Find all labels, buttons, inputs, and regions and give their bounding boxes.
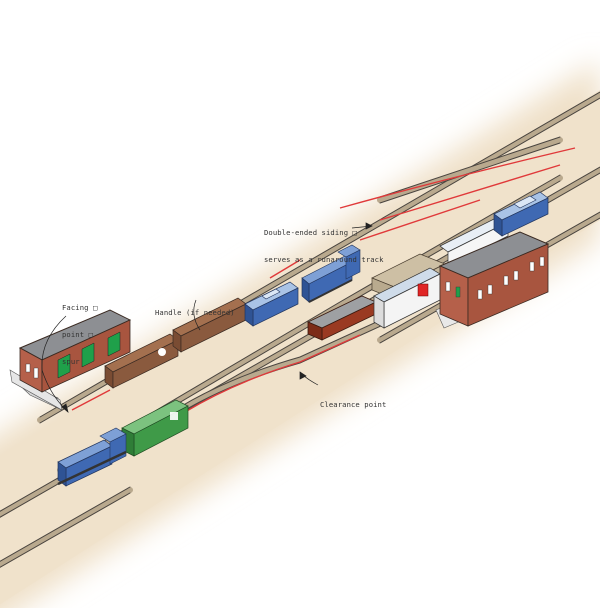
annotation-siding-line2: serves as a runaround track xyxy=(264,255,384,264)
freight-house-left xyxy=(9,309,132,411)
leader-lines xyxy=(41,222,373,413)
annotation-siding-line1: Double-ended siding □ xyxy=(264,228,357,237)
caboose-blue-right xyxy=(493,191,549,237)
annotation-siding: Double-ended siding □ serves as a runaro… xyxy=(264,210,384,273)
annotation-facing-point-spur: Facing □ point □ spur xyxy=(62,285,97,375)
boxcar-brown-1 xyxy=(104,333,179,389)
caboose-blue-center xyxy=(244,281,299,327)
boxcar-brown-2 xyxy=(172,297,247,353)
main-track-lower xyxy=(0,486,133,568)
annotation-handle-line1: Handle (if needed) xyxy=(155,308,235,317)
ground-band xyxy=(0,60,600,608)
switcher-blue-front xyxy=(57,427,127,487)
annotation-clearance-line1: Clearance point xyxy=(320,400,387,409)
annotation-handle: Handle (if needed) xyxy=(155,290,235,326)
annotation-facing-line2: point □ xyxy=(62,330,93,339)
annotation-facing-line3: spur xyxy=(62,357,80,366)
switcher-blue-center xyxy=(301,244,361,303)
route-highlights xyxy=(71,147,576,413)
annotation-clearance-point: Clearance point xyxy=(320,382,386,418)
annotation-facing-line1: Facing □ xyxy=(62,303,98,312)
freight-house-right xyxy=(435,231,550,329)
turnout-curve xyxy=(177,302,423,413)
gondola-red xyxy=(307,295,377,341)
